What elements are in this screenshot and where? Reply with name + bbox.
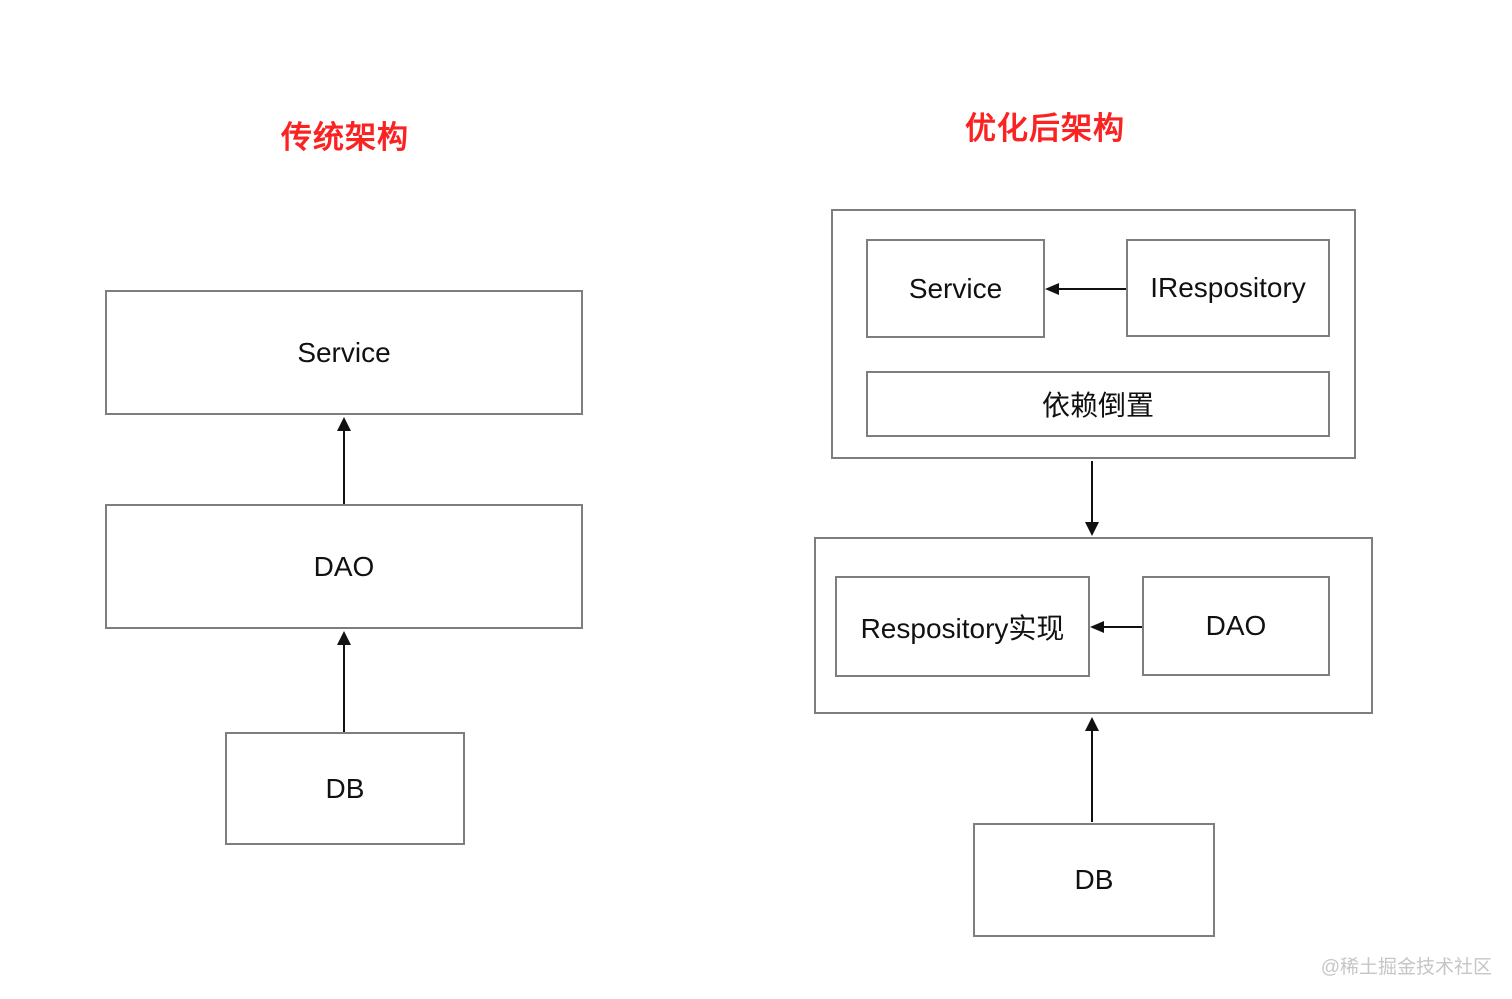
left-diagram-title: 传统架构	[281, 120, 409, 155]
right-upper-group-box	[831, 209, 1356, 459]
left-service-box: Service	[105, 290, 583, 415]
arrow-db-to-lower-group	[1085, 717, 1099, 822]
arrowhead-left-icon	[1090, 621, 1104, 633]
watermark: @稀土掘金技术社区	[1320, 957, 1492, 978]
right-dao-box: DAO	[1142, 576, 1330, 676]
arrow-shaft	[343, 641, 345, 732]
right-service-label: Service	[908, 272, 1003, 304]
right-dependency-inversion-label: 依赖倒置	[1041, 390, 1154, 421]
right-diagram-title: 优化后架构	[965, 111, 1125, 146]
right-dao-label: DAO	[1205, 610, 1267, 641]
left-db-label: DB	[325, 772, 365, 804]
arrow-irepository-to-service	[1045, 283, 1126, 295]
right-repository-impl-label: Respository实现	[860, 612, 1065, 644]
arrowhead-up-icon	[337, 631, 351, 645]
right-irepository-box: IRespository	[1126, 239, 1330, 337]
arrow-left-db-to-dao	[337, 631, 351, 732]
left-dao-label: DAO	[313, 550, 375, 582]
right-db-label: DB	[1074, 864, 1114, 895]
right-lower-group-box	[814, 537, 1373, 714]
arrow-shaft	[1100, 626, 1142, 628]
arrow-upper-group-to-lower-group	[1085, 461, 1099, 536]
arrowhead-up-icon	[337, 417, 351, 431]
right-service-box: Service	[866, 239, 1045, 338]
right-dependency-inversion-box: 依赖倒置	[866, 371, 1330, 437]
arrow-shaft	[1055, 288, 1126, 290]
arrowhead-up-icon	[1085, 717, 1099, 731]
left-service-label: Service	[297, 336, 391, 368]
left-dao-box: DAO	[105, 504, 583, 629]
left-db-box: DB	[225, 732, 465, 845]
right-irepository-label: IRespository	[1150, 272, 1306, 303]
arrow-shaft	[1091, 727, 1093, 822]
arrow-dao-to-repository-impl	[1090, 621, 1142, 633]
right-repository-impl-box: Respository实现	[835, 576, 1090, 677]
arrow-shaft	[343, 427, 345, 504]
arrow-shaft	[1091, 461, 1093, 526]
right-db-box: DB	[973, 823, 1215, 937]
arrow-left-dao-to-service	[337, 417, 351, 504]
arrowhead-left-icon	[1045, 283, 1059, 295]
arrowhead-down-icon	[1085, 522, 1099, 536]
